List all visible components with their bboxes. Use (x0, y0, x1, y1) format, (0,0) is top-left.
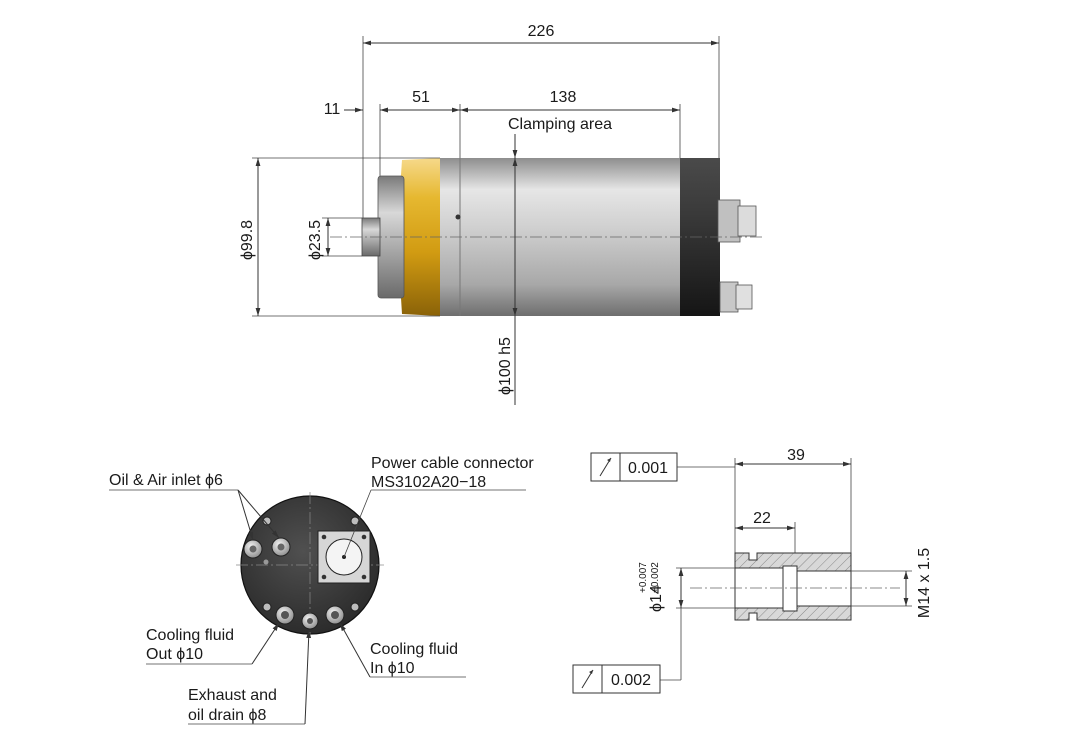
power-connector-label-2: MS3102A20−18 (371, 474, 486, 491)
dim-shaft-diameter: ϕ23.5 (307, 220, 324, 260)
shaft-section-view: 0.001 39 22 ϕ14 +0.007 +0.002 M14 x 1.5 (572, 447, 933, 694)
cooling-out-label-2: Out ϕ10 (146, 646, 203, 663)
dim-thread: M14 x 1.5 (916, 548, 933, 618)
runout-frame-1 (590, 452, 678, 482)
dim-bore-tol-upper: +0.007 (638, 562, 649, 593)
dim-overall-length: 226 (528, 23, 555, 40)
exhaust-label-1: Exhaust and (188, 687, 277, 704)
dim-length-39: 39 (787, 447, 805, 464)
rear-connector-lower (719, 281, 739, 313)
cooling-in-label-2: In ϕ10 (370, 660, 415, 677)
cooling-in-label-1: Cooling fluid (370, 641, 458, 658)
dim-clamp-diameter: ϕ100 h5 (497, 337, 514, 395)
spindle-side-view: 226 11 51 138 Clamping area (239, 23, 765, 405)
runout-value-2: 0.002 (611, 672, 651, 689)
runout-value-1: 0.001 (628, 460, 668, 477)
power-connector-label-1: Power cable connector (371, 455, 534, 472)
dim-front-length: 51 (412, 89, 430, 106)
clamping-area-label: Clamping area (508, 116, 612, 133)
dim-bore-tol-lower: +0.002 (650, 562, 661, 593)
cooling-out-label-1: Cooling fluid (146, 627, 234, 644)
dim-bore-diameter: ϕ14 (648, 585, 665, 612)
exhaust-label-2: oil drain ϕ8 (188, 707, 266, 724)
dim-length-22: 22 (753, 510, 771, 527)
dim-outer-diameter: ϕ99.8 (239, 220, 256, 260)
spindle-end-view: Oil & Air inlet ϕ6 Power cable connector… (109, 455, 534, 725)
rear-connector-upper (717, 199, 741, 243)
dim-body-length: 138 (550, 89, 577, 106)
oil-air-inlet-label: Oil & Air inlet ϕ6 (109, 472, 223, 489)
dim-nose-length: 11 (324, 101, 341, 118)
